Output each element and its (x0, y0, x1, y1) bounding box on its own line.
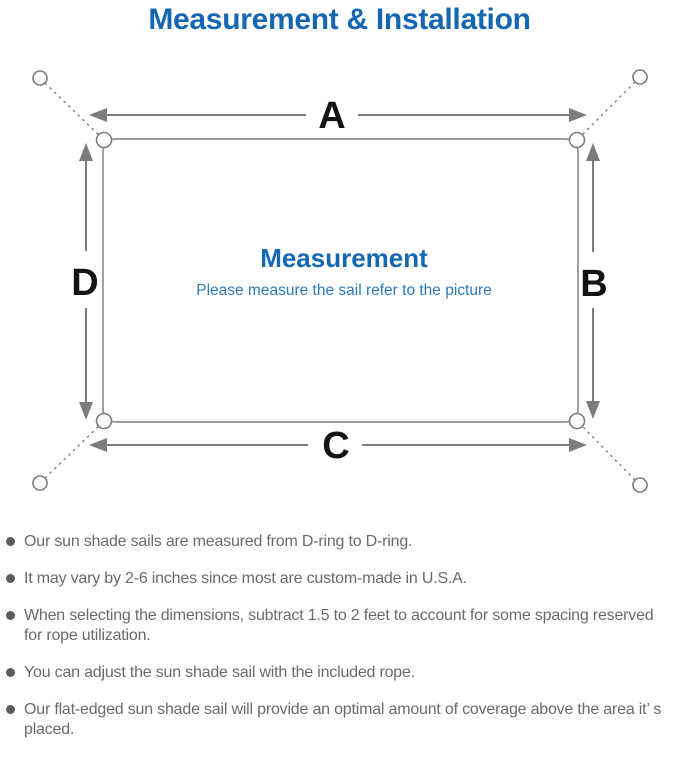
rope-top-right (580, 81, 636, 137)
anchor-ring-top-left (32, 70, 48, 86)
bullet-dot-icon (6, 537, 15, 546)
rope-bottom-right (580, 424, 636, 481)
diagram-center-subtitle: Please measure the sail refer to the pic… (196, 282, 492, 299)
d-ring-top-left (95, 131, 113, 149)
measurement-diagram: A C D B Measurement Please measure the s… (0, 55, 679, 520)
diagram-center-title: Measurement (260, 243, 428, 273)
anchor-rings (32, 69, 648, 493)
anchor-ring-top-right (632, 69, 648, 85)
dimension-arrow-a: A (89, 95, 587, 137)
d-ring-bottom-left (95, 412, 113, 430)
arrow-d-down-head (79, 402, 93, 420)
note-item: Our flat-edged sun shade sail will provi… (5, 700, 675, 740)
sail-outline (102, 138, 579, 423)
note-item: Our sun shade sails are measured from D-… (5, 532, 675, 552)
note-text: You can adjust the sun shade sail with t… (24, 664, 415, 681)
note-text: When selecting the dimensions, subtract … (24, 607, 654, 644)
arrow-b-down-head (586, 401, 600, 419)
note-text: Our sun shade sails are measured from D-… (24, 533, 413, 550)
dimension-arrow-c: C (89, 425, 587, 467)
arrow-a-right-head (569, 108, 587, 122)
bullet-dot-icon (6, 611, 15, 620)
note-item: It may vary by 2-6 inches since most are… (5, 569, 675, 589)
d-ring-top-right (568, 131, 586, 149)
arrow-c-right-head (569, 438, 587, 452)
d-rings (95, 131, 586, 430)
note-item: When selecting the dimensions, subtract … (5, 606, 675, 646)
bullet-dot-icon (6, 574, 15, 583)
arrow-b-up-head (586, 143, 600, 161)
d-ring-bottom-right (568, 412, 586, 430)
dimension-arrow-b: B (580, 143, 608, 419)
arrow-a-left-head (89, 108, 107, 122)
note-item: You can adjust the sun shade sail with t… (5, 663, 675, 683)
measurement-diagram-svg: A C D B Measurement Please measure the s… (32, 69, 648, 493)
notes-list: Our sun shade sails are measured from D-… (0, 524, 679, 757)
bullet-dot-icon (6, 668, 15, 677)
note-text: Our flat-edged sun shade sail will provi… (24, 701, 662, 738)
page-title: Measurement & Installation (148, 3, 531, 36)
dimension-label-c: C (322, 425, 349, 467)
anchor-ring-bottom-right (632, 477, 648, 493)
dimension-label-b: B (580, 263, 607, 305)
note-text: It may vary by 2-6 inches since most are… (24, 570, 467, 587)
dimension-label-d: D (71, 262, 98, 304)
arrow-d-up-head (79, 143, 93, 161)
arrow-c-left-head (89, 438, 107, 452)
anchor-ring-bottom-left (32, 475, 48, 491)
rope-top-left (44, 82, 101, 137)
rope-bottom-left (44, 424, 101, 479)
dimension-label-a: A (318, 95, 345, 137)
dimension-arrow-d: D (71, 143, 99, 420)
bullet-dot-icon (6, 705, 15, 714)
